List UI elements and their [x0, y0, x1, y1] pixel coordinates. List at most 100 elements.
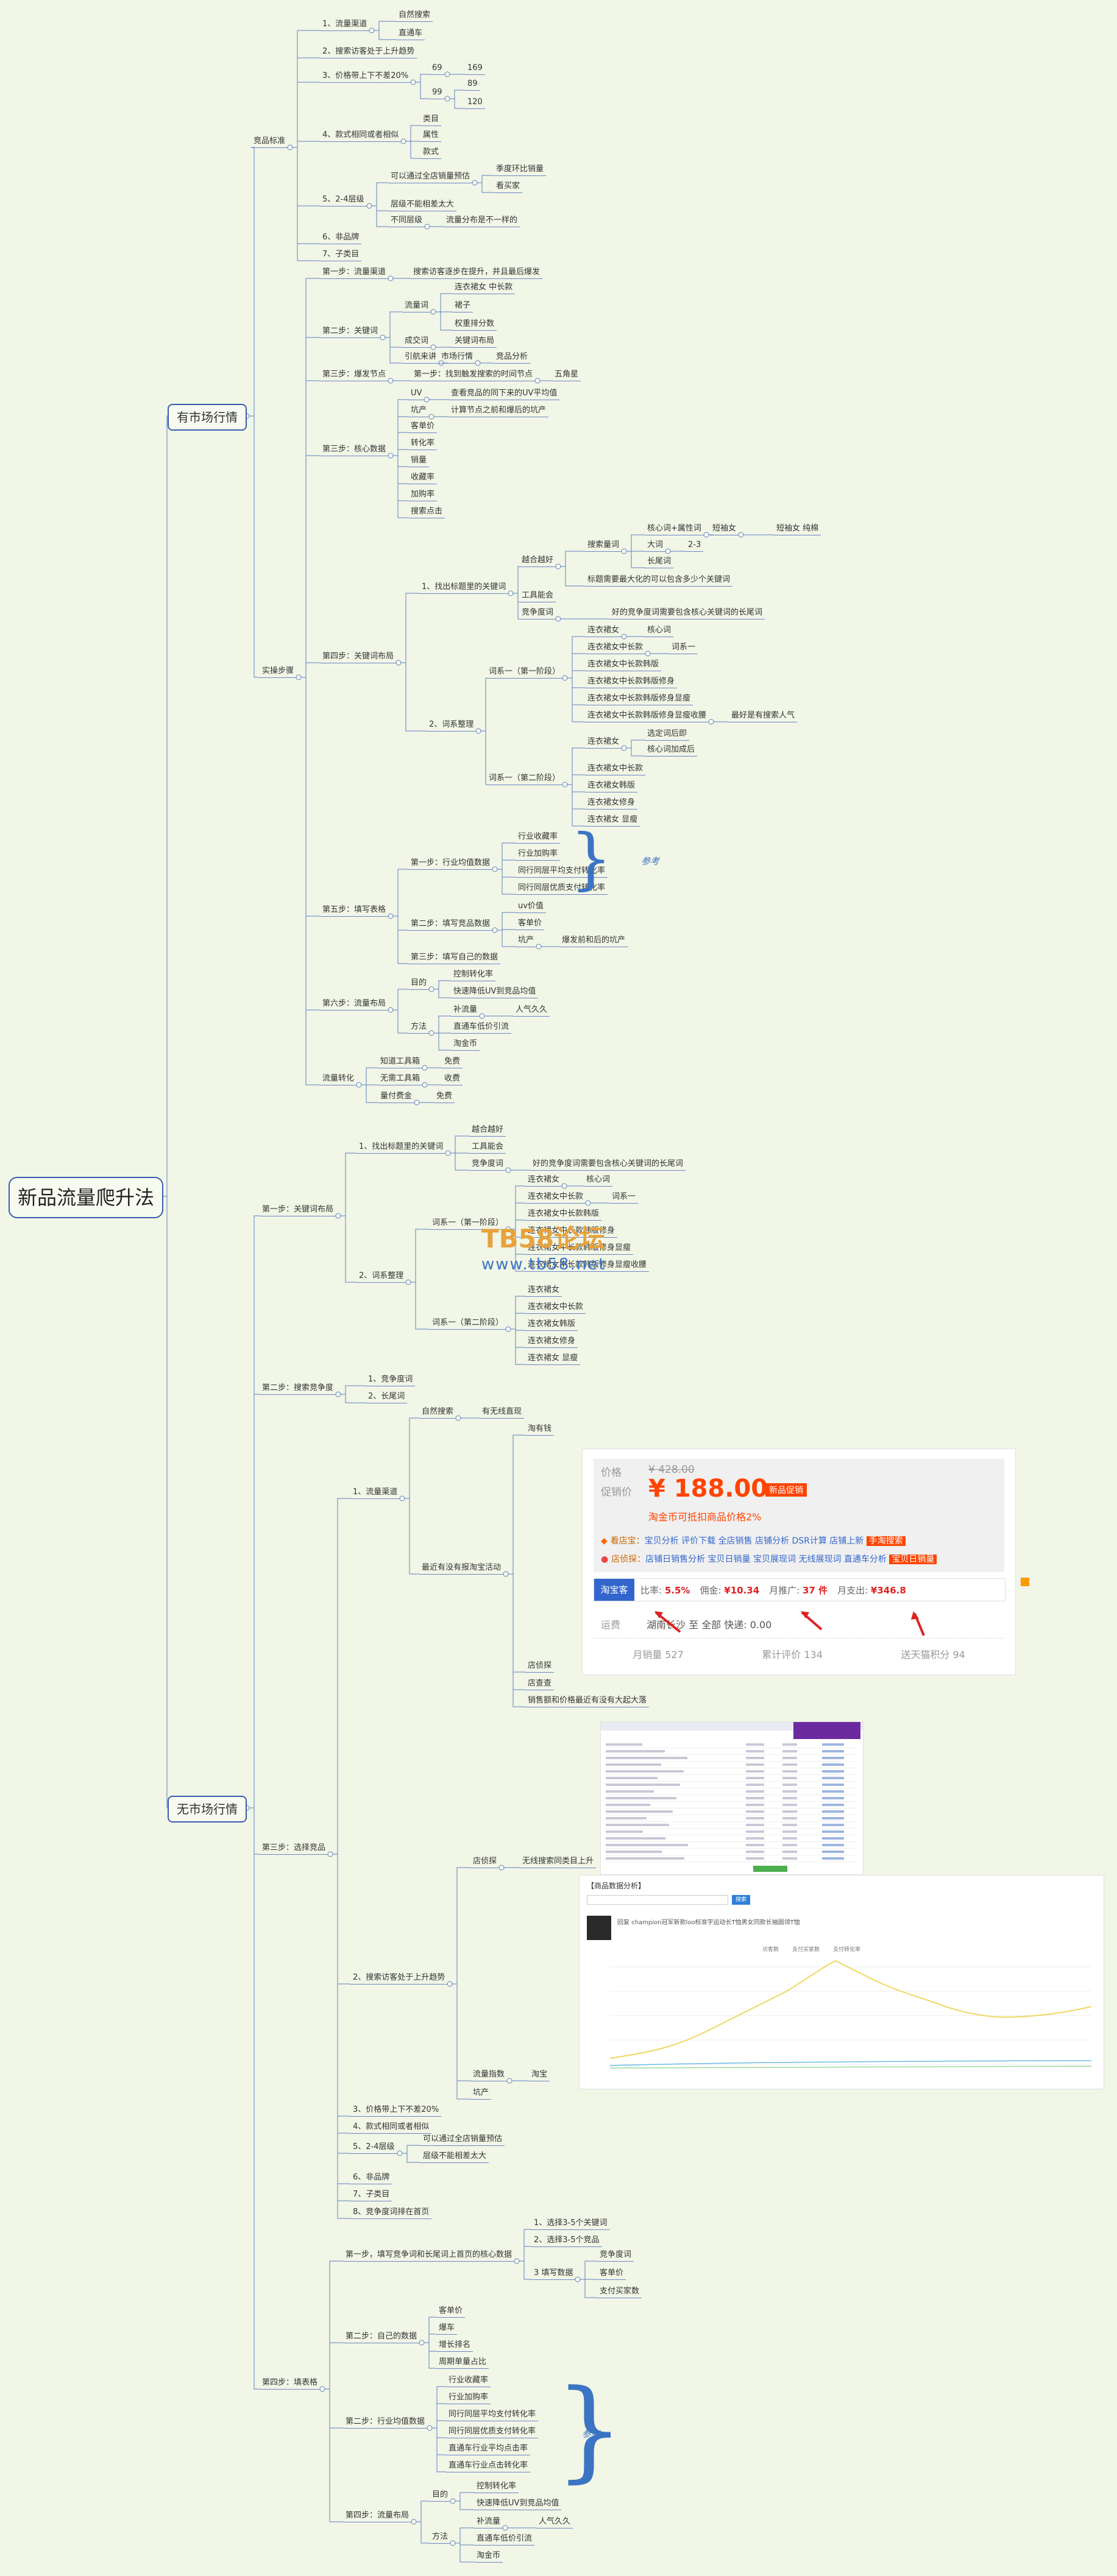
mindmap-node[interactable]: 搜索量词 — [585, 539, 622, 552]
mindmap-node[interactable]: 淘有钱 — [525, 1423, 555, 1436]
mindmap-node[interactable]: 最近有没有报淘宝活动 — [419, 1562, 504, 1575]
mindmap-node[interactable]: 流量转化 — [320, 1073, 357, 1085]
mindmap-node[interactable]: UV — [408, 387, 425, 400]
mindmap-node[interactable]: 坑产 — [516, 934, 537, 947]
collapse-dot[interactable] — [428, 986, 434, 992]
mindmap-node[interactable]: 关键词布局 — [452, 335, 497, 348]
collapse-dot[interactable] — [388, 913, 394, 919]
mindmap-node[interactable]: 竞争度词 — [519, 607, 556, 619]
collapse-dot[interactable] — [445, 1150, 451, 1156]
collapse-dot[interactable] — [475, 728, 481, 734]
collapse-dot[interactable] — [424, 397, 430, 403]
mindmap-node[interactable]: 权重排分数 — [452, 318, 497, 331]
mindmap-node[interactable]: 免费 — [442, 1056, 463, 1068]
mindmap-node[interactable]: 69 — [430, 62, 445, 75]
mindmap-node[interactable]: 可以通过全店销量预估 — [420, 2133, 505, 2146]
mindmap-node[interactable]: 连衣裙女 — [525, 1174, 562, 1187]
collapse-dot[interactable] — [534, 378, 541, 384]
mindmap-node[interactable]: 2、选择3-5个竞品 — [531, 2234, 602, 2247]
mindmap-node[interactable]: 连衣裙女中长款韩版修身显瘦收腰 — [525, 1259, 650, 1272]
collapse-dot[interactable] — [399, 1495, 405, 1501]
mindmap-node[interactable]: 第二步：填写竞品数据 — [408, 918, 493, 931]
collapse-dot[interactable] — [422, 1082, 428, 1088]
mindmap-node[interactable]: 第三步：填写自己的数据 — [408, 951, 501, 964]
mindmap-node[interactable]: 店侦探 — [525, 1660, 555, 1673]
collapse-dot[interactable] — [369, 27, 375, 34]
mindmap-node[interactable]: 第二步：搜索竞争度 — [260, 1382, 336, 1395]
mindmap-node[interactable]: 淘金币 — [474, 2550, 503, 2563]
mindmap-node[interactable]: 连衣裙女中长款韩版修身 — [525, 1225, 618, 1238]
mindmap-node[interactable]: 控制转化率 — [474, 2480, 519, 2493]
mindmap-node[interactable]: 连衣裙女中长款韩版 — [525, 1208, 602, 1221]
mindmap-node[interactable]: 有无线直现 — [480, 1406, 525, 1419]
collapse-dot[interactable] — [514, 2258, 520, 2264]
mindmap-node[interactable]: 快速降低UV到竞品均值 — [474, 2497, 562, 2510]
mindmap-node[interactable]: 越合越好 — [519, 554, 556, 567]
mindmap-node[interactable]: 第四步：填表格 — [260, 2377, 321, 2390]
mindmap-node[interactable]: 8、竞争度词排在首页 — [350, 2206, 432, 2219]
mindmap-node[interactable]: 核心词 — [645, 624, 674, 637]
mindmap-node[interactable]: 第三步：选择竞品 — [260, 1842, 328, 1855]
mindmap-node[interactable]: 客单价 — [436, 2305, 466, 2318]
mindmap-node[interactable]: 第三步：核心数据 — [320, 443, 389, 456]
mindmap-node[interactable]: 核心词+属性词 — [645, 523, 704, 535]
collapse-dot[interactable] — [508, 590, 514, 596]
mindmap-node[interactable]: 第四步：流量布局 — [343, 2510, 412, 2522]
mindmap-node[interactable]: 连衣裙女中长款 — [525, 1191, 586, 1204]
mindmap-node[interactable]: 流量分布是不一样的 — [444, 214, 520, 227]
mindmap-node[interactable]: 计算节点之前和爆后的坑产 — [449, 404, 549, 417]
mindmap-node[interactable]: 自然搜索 — [419, 1406, 456, 1419]
mindmap-node[interactable]: 核心词加成后 — [645, 744, 698, 757]
collapse-dot[interactable] — [555, 563, 561, 570]
mindmap-node[interactable]: 1、流量渠道 — [320, 18, 370, 31]
collapse-dot[interactable] — [422, 1065, 428, 1071]
mindmap-node[interactable]: 89 — [465, 78, 480, 91]
mindmap-node[interactable]: 6、非品牌 — [350, 2172, 392, 2184]
mindmap-node[interactable]: 销量 — [408, 454, 430, 467]
mindmap-node[interactable]: 销售额和价格最近有没有大起大落 — [525, 1695, 650, 1707]
table-button[interactable] — [753, 1866, 787, 1872]
mindmap-node[interactable]: 7、子类目 — [350, 2189, 392, 2201]
mindmap-node[interactable]: 连衣裙女 — [585, 736, 622, 749]
mindmap-node[interactable]: 连衣裙女中长款 — [585, 763, 646, 775]
mindmap-node[interactable]: 短袖女 纯棉 — [774, 523, 821, 535]
mindmap-node[interactable]: 行业收藏率 — [516, 831, 561, 844]
mindmap-node[interactable]: 人气久久 — [513, 1004, 550, 1017]
mindmap-node[interactable]: 淘宝 — [529, 2069, 550, 2081]
mindmap-node[interactable]: 知道工具箱 — [378, 1056, 423, 1068]
collapse-dot[interactable] — [505, 1326, 511, 1332]
taoke-tag[interactable]: 淘宝客 — [594, 1579, 634, 1601]
mindmap-node[interactable]: 短袖女 — [710, 523, 739, 535]
collapse-dot[interactable] — [472, 180, 478, 186]
mindmap-node[interactable]: 最好是有搜索人气 — [729, 710, 798, 722]
mindmap-node[interactable]: 连衣裙女中长款 — [585, 641, 646, 654]
chart-search-button[interactable]: 搜索 — [732, 1895, 750, 1905]
mindmap-node[interactable]: 市场行情 — [439, 351, 476, 364]
mindmap-node[interactable]: 3、价格带上下不差20% — [350, 2104, 442, 2117]
collapse-dot[interactable] — [450, 2498, 456, 2504]
chart-search-input[interactable] — [587, 1895, 728, 1905]
mindmap-node[interactable]: 2、搜索访客处于上升趋势 — [320, 46, 417, 58]
mindmap-node[interactable]: 可以通过全店销量预估 — [388, 171, 473, 183]
collapse-dot[interactable] — [366, 203, 372, 209]
mindmap-node[interactable]: 工具能会 — [469, 1141, 506, 1154]
collapse-dot[interactable] — [388, 378, 394, 384]
collapse-dot[interactable] — [708, 719, 714, 725]
collapse-dot[interactable] — [410, 79, 416, 85]
mindmap-node[interactable]: 补流量 — [451, 1004, 480, 1017]
collapse-dot[interactable] — [335, 1391, 341, 1397]
mindmap-node[interactable]: 收藏率 — [408, 471, 438, 484]
collapse-dot[interactable] — [621, 633, 627, 640]
mindmap-node[interactable]: 连衣裙女韩版 — [525, 1318, 578, 1331]
row1-text[interactable]: 宝贝分析 评价下载 全店销售 店铺分析 DSR计算 店铺上新 — [644, 1536, 864, 1546]
mindmap-node[interactable]: 第一步：行业均值数据 — [408, 857, 493, 870]
main-node-nomarket[interactable]: 无市场行情 — [168, 1796, 247, 1823]
collapse-dot[interactable] — [502, 2525, 508, 2531]
mindmap-node[interactable]: 方法 — [430, 2531, 451, 2544]
mindmap-node[interactable]: 客单价 — [408, 420, 438, 433]
mindmap-node[interactable]: 周期单量占比 — [436, 2356, 489, 2369]
collapse-dot[interactable] — [575, 2276, 581, 2282]
mindmap-node[interactable]: 大词 — [645, 539, 666, 552]
mindmap-node[interactable]: 1、竞争度词 — [366, 1374, 416, 1386]
mindmap-node[interactable]: 词系一（第二阶段） — [486, 772, 563, 785]
